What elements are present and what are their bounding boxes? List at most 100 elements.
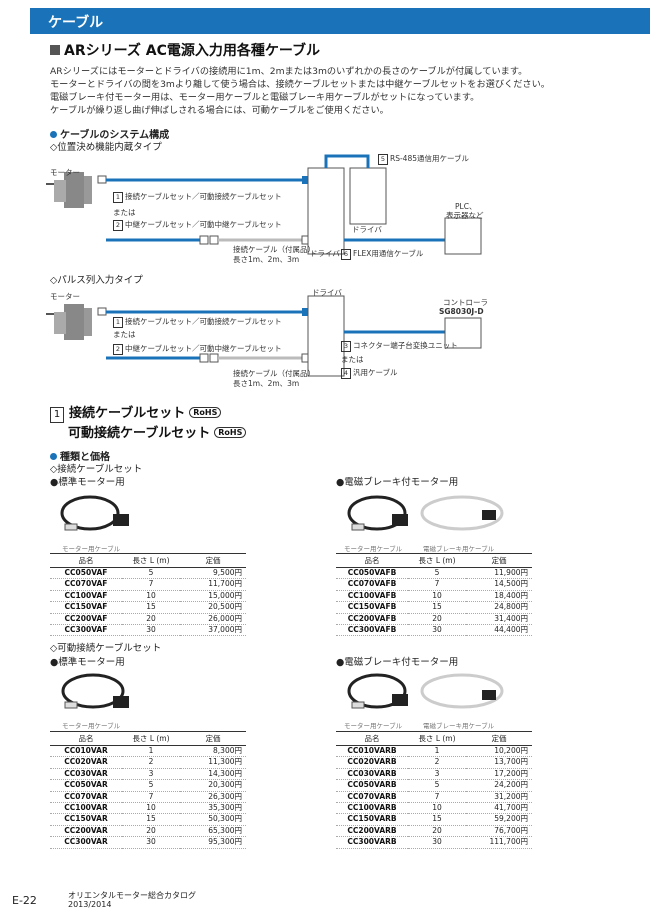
rohs-badge: RoHS: [214, 427, 247, 438]
product-name-cell: CC010VARB: [336, 745, 408, 758]
types-heading: 種類と価格: [50, 448, 110, 463]
price-cell: 13,700円: [466, 756, 532, 769]
product-name-cell: CC150VARB: [336, 813, 408, 826]
price-cell: 10,200円: [466, 745, 532, 758]
length-cell: 5: [122, 779, 180, 792]
length-cell: 30: [408, 836, 466, 849]
product-name-cell: CC300VAF: [50, 624, 122, 637]
table-header: 長さ L (m): [122, 731, 180, 746]
product-name-cell: CC050VAR: [50, 779, 122, 792]
product-name-cell: CC050VARB: [336, 779, 408, 792]
length-cell: 10: [408, 802, 466, 815]
length-cell: 15: [122, 601, 180, 614]
price-cell: 11,900円: [466, 567, 532, 580]
product-name-cell: CC070VAFB: [336, 578, 408, 591]
system-heading: ケーブルのシステム構成: [50, 126, 169, 141]
caption-motor-cable-3: モーター用ケーブル: [62, 722, 121, 730]
length-cell: 20: [408, 613, 466, 626]
label-plc2: 表示器など: [446, 211, 484, 220]
system-diagram-pulse: [46, 295, 482, 377]
price-cell: 11,300円: [180, 756, 246, 769]
type2-heading: ◇パルス列入力タイプ: [50, 275, 143, 286]
length-cell: 2: [122, 756, 180, 769]
length-cell: 7: [408, 791, 466, 804]
label-accessory-2: 接続ケーブル（付属品）: [233, 369, 316, 378]
product-name-cell: CC030VAR: [50, 768, 122, 781]
movable-heading: ◇可動接続ケーブルセット: [50, 643, 162, 654]
price-cell: 14,300円: [180, 768, 246, 781]
table-header: 品名: [50, 731, 122, 746]
length-cell: 3: [408, 768, 466, 781]
driver-box-2: [349, 167, 387, 225]
label-or: または: [113, 208, 136, 217]
caption-motor-cable-2: モーター用ケーブル: [344, 545, 403, 553]
product-name-cell: CC300VARB: [336, 836, 408, 849]
product-name-cell: CC100VAFB: [336, 590, 408, 603]
label-driver2: ドライバ: [352, 225, 382, 234]
footer-catalog: オリエンタルモーター総合カタログ 2013/2014: [68, 891, 196, 909]
intro-line: ARシリーズにはモーターとドライバの接続用に1m、2mまたは3mのいずれかの長さ…: [50, 66, 528, 77]
length-cell: 30: [122, 836, 180, 849]
product-name-cell: CC070VAR: [50, 791, 122, 804]
length-cell: 10: [122, 802, 180, 815]
price-cell: 20,500円: [180, 601, 246, 614]
price-cell: 31,400円: [466, 613, 532, 626]
label-controller: コントローラ: [443, 298, 488, 307]
price-cell: 76,700円: [466, 825, 532, 838]
table-header: 品名: [50, 553, 122, 568]
caption-motor-cable-1: モーター用ケーブル: [62, 545, 121, 553]
table-header: 定価: [180, 553, 246, 568]
cable-image-mov-std: [61, 673, 129, 709]
type1-heading: ◇位置決め機能内蔵タイプ: [50, 142, 162, 153]
price-cell: 14,500円: [466, 578, 532, 591]
price-cell: 111,700円: [466, 836, 532, 849]
length-cell: 5: [408, 779, 466, 792]
price-cell: 8,300円: [180, 745, 246, 758]
section-title: ARシリーズ AC電源入力用各種ケーブル: [50, 40, 320, 60]
length-cell: 1: [122, 745, 180, 758]
product-name-cell: CC100VARB: [336, 802, 408, 815]
length-cell: 7: [408, 578, 466, 591]
price-cell: 26,000円: [180, 613, 246, 626]
product-name-cell: CC300VAFB: [336, 624, 408, 637]
table-header: 定価: [180, 731, 246, 746]
table-header: 長さ L (m): [408, 731, 466, 746]
table-header: 長さ L (m): [122, 553, 180, 568]
length-cell: 10: [122, 590, 180, 603]
std-motor-heading-2: ●標準モーター用: [50, 657, 125, 668]
price-cell: 65,300円: [180, 825, 246, 838]
intro-text: ARシリーズにはモーターとドライバの接続用に1m、2mまたは3mのいずれかの長さ…: [50, 65, 610, 117]
product-name-cell: CC100VAF: [50, 590, 122, 603]
intro-line: モーターとドライバの間を3mより離して使う場合は、接続ケーブルセットまたは中継ケ…: [50, 79, 550, 90]
price-cell: 9,500円: [180, 567, 246, 580]
length-cell: 3: [122, 768, 180, 781]
price-cell: 41,700円: [466, 802, 532, 815]
label-motor-2: モーター: [50, 292, 80, 301]
product-name-cell: CC010VAR: [50, 745, 122, 758]
length-cell: 30: [408, 624, 466, 637]
